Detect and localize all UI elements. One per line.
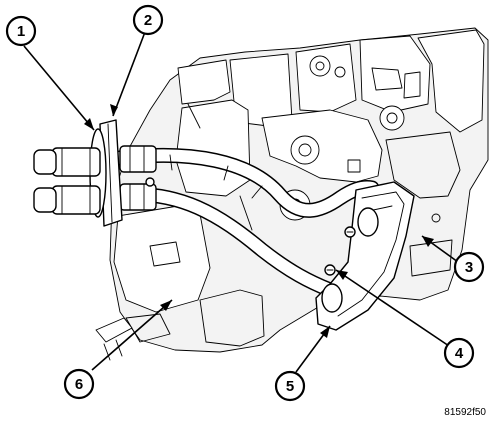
- heater-core-tubes: [112, 147, 380, 298]
- callout-5: 5: [274, 370, 306, 402]
- callout-6: 6: [63, 368, 95, 400]
- tube-flange-bracket: [315, 181, 415, 331]
- callout-1-label: 1: [17, 23, 25, 40]
- leader-2-arrow: [110, 104, 118, 116]
- leader-6: [91, 299, 173, 371]
- callout-6-label: 6: [75, 376, 83, 393]
- leader-1-arrow: [84, 118, 94, 130]
- callout-leaders: [23, 31, 459, 373]
- leader-2: [112, 31, 146, 117]
- leader-1: [23, 45, 95, 131]
- figure-id: 81592f50: [444, 407, 486, 418]
- leader-4: [335, 269, 453, 349]
- leader-4-arrow: [336, 270, 348, 280]
- leader-3-arrow: [422, 236, 434, 247]
- callout-2-label: 2: [144, 12, 152, 29]
- callout-4-label: 4: [455, 345, 464, 362]
- leader-5-arrow: [320, 326, 330, 338]
- leader-6-arrow: [160, 300, 172, 311]
- tube-end-fittings: [33, 119, 157, 227]
- callout-3: 3: [453, 251, 485, 283]
- callout-3-label: 3: [465, 259, 473, 276]
- callout-1: 1: [5, 15, 37, 47]
- callout-5-label: 5: [286, 378, 294, 395]
- callout-2: 2: [132, 4, 164, 36]
- hvac-housing: [95, 27, 489, 361]
- callout-4: 4: [443, 337, 475, 369]
